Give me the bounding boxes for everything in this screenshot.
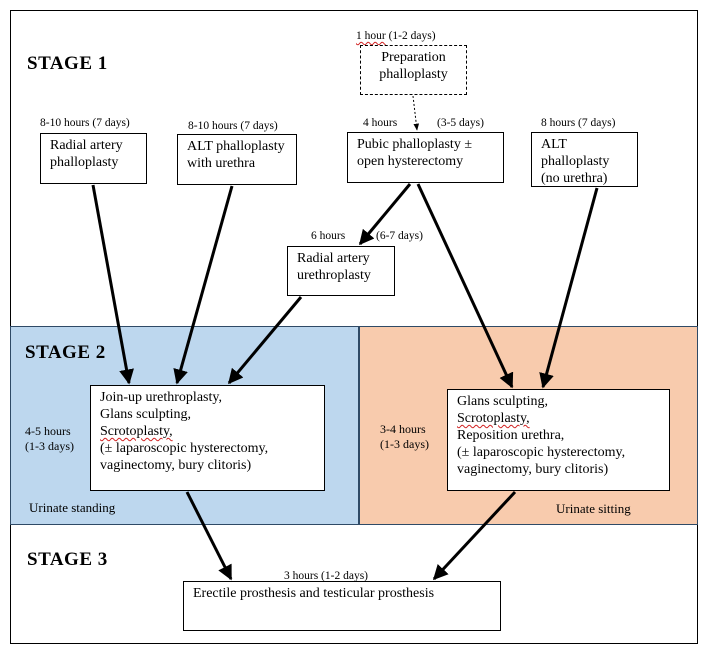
arrow-pubic-to-radial-urethro: [358, 183, 412, 246]
arrow-joinup-to-prosthesis: [185, 491, 233, 581]
joinup-line-1: Join-up urethroplasty,: [100, 390, 222, 405]
arrow-radial-to-joinup: [91, 184, 134, 385]
prep-time: 1 hour (1-2 days): [356, 30, 436, 42]
radial-urethro-time-days: (6-7 days): [376, 230, 423, 242]
glans-line-1: Glans sculpting,: [457, 394, 548, 409]
joinup-line-2: Glans sculpting,: [100, 407, 191, 422]
pubic-time-days: (3-5 days): [437, 117, 484, 129]
radial-urethro-time-hours: 6 hours: [311, 230, 346, 242]
alt-phalloplasty-with-urethra-box: ALT phalloplasty with urethra: [177, 134, 297, 185]
arrow-radial-urethro-to-joinup: [227, 296, 303, 385]
alt-phalloplasty-no-urethra-box: ALT phalloplasty (no urethra): [531, 132, 638, 187]
stage-3-label: STAGE 3: [27, 549, 108, 570]
arrow-alt-urethra-to-joinup: [173, 185, 234, 385]
join-up-urethroplasty-box: Join-up urethroplasty, Glans sculpting, …: [90, 385, 325, 491]
radial-artery-urethroplasty-box: Radial artery urethroplasty: [287, 246, 395, 296]
joinup-line-5: vaginectomy, bury clitoris): [100, 458, 252, 473]
arrow-prep-to-pubic: [412, 95, 420, 131]
pubic-phalloplasty-box: Pubic phalloplasty ± open hysterectomy: [347, 132, 504, 183]
radial-time: 8-10 hours (7 days): [40, 117, 130, 129]
pubic-time-hours: 4 hours: [363, 117, 398, 129]
glans-line-4: (± laparoscopic hysterectomy,: [457, 445, 626, 460]
preparation-phalloplasty-box: Preparation phalloplasty: [360, 45, 467, 95]
joinup-time: 4-5 hours (1-3 days): [25, 424, 74, 453]
glans-line-2: Scrotoplasty,: [457, 411, 530, 426]
arrow-glans-to-prosthesis: [432, 490, 517, 581]
joinup-line-3: Scrotoplasty,: [100, 424, 173, 439]
glans-line-5: vaginectomy, bury clitoris): [457, 462, 609, 477]
erectile-prosthesis-box: Erectile prosthesis and testicular prost…: [183, 581, 501, 631]
alt-urethra-time: 8-10 hours (7 days): [188, 120, 278, 132]
arrow-alt-no-urethra-to-glans: [539, 187, 599, 389]
glans-line-3: Reposition urethra,: [457, 428, 565, 443]
urinate-sitting-label: Urinate sitting: [556, 501, 631, 516]
arrow-pubic-to-glans: [416, 183, 514, 389]
glans-sculpting-box: Glans sculpting, Scrotoplasty, Repositio…: [447, 389, 670, 491]
glans-time: 3-4 hours (1-3 days): [380, 422, 429, 451]
joinup-line-4: (± laparoscopic hysterectomy,: [100, 441, 269, 456]
radial-artery-phalloplasty-box: Radial artery phalloplasty: [40, 133, 147, 184]
alt-no-urethra-time: 8 hours (7 days): [541, 117, 616, 129]
stage-1-label: STAGE 1: [27, 53, 108, 74]
urinate-standing-label: Urinate standing: [29, 500, 116, 515]
prosthesis-time: 3 hours (1-2 days): [284, 570, 368, 582]
stage-2-label: STAGE 2: [25, 342, 106, 363]
